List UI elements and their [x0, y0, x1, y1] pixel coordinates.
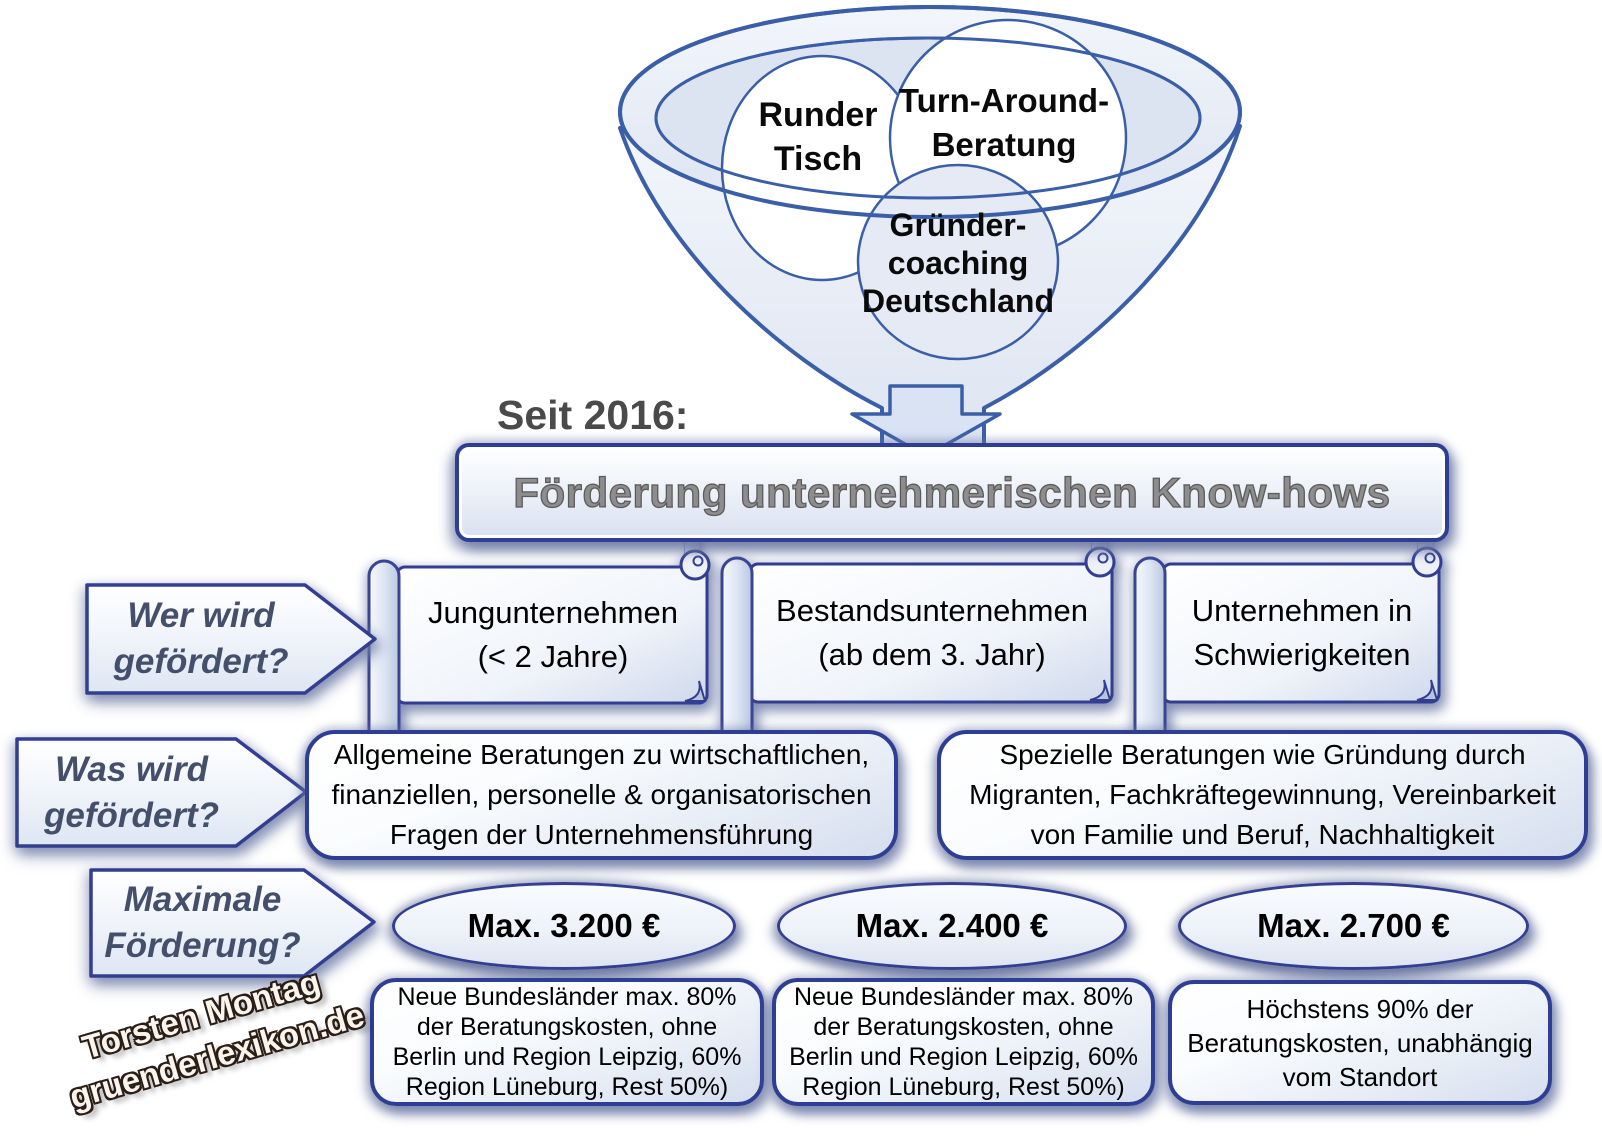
scroll-1-line1: Jungunternehmen: [428, 595, 678, 630]
scroll-unternehmen-schwierigkeiten: Unternehmen in Schwierigkeiten: [1129, 538, 1445, 750]
question-what-line2: gefördert?: [44, 795, 219, 835]
question-max-line1: Maximale: [123, 880, 282, 919]
scroll-3-curl-center: [1424, 552, 1436, 564]
what-box-general-line1: Allgemeine Beratungen zu wirtschaftliche…: [333, 739, 870, 770]
question-max-line2: Förderung?: [104, 926, 301, 965]
what-box-special-line1: Spezielle Beratungen wie Gründung durch: [999, 739, 1526, 770]
funnel-rim-outer-stroke: [618, 5, 1242, 219]
scroll-2-line1: Bestandsunternehmen: [776, 593, 1088, 628]
main-banner-title: Förderung unternehmerischen Know-hows: [513, 468, 1391, 516]
funnel-down-arrow: [850, 384, 1002, 458]
detail-box-2: Neue Bundesländer max. 80% der Beratungs…: [772, 978, 1155, 1106]
detail-box-1-line2: der Beratungskosten, ohne: [416, 1013, 718, 1041]
scroll-2-roll: [720, 556, 754, 746]
scroll-jungunternehmen: Jungunternehmen (< 2 Jahre): [363, 543, 713, 753]
max-ellipse-2400: Max. 2.400 €: [777, 882, 1127, 970]
detail-box-1: Neue Bundesländer max. 80% der Beratungs…: [370, 978, 764, 1106]
what-box-general: Allgemeine Beratungen zu wirtschaftliche…: [305, 730, 898, 860]
detail-box-1-line1: Neue Bundesländer max. 80%: [397, 983, 737, 1011]
scroll-1-line2: (< 2 Jahre): [477, 639, 629, 674]
question-who-line2: gefördert?: [113, 642, 289, 681]
detail-box-2-line1: Neue Bundesländer max. 80%: [793, 983, 1134, 1011]
max-ellipse-2700: Max. 2.700 €: [1178, 882, 1529, 970]
detail-box-3-line3: vom Standort: [1282, 1061, 1438, 1092]
bubble-gruendercoaching-label-line2: coaching: [888, 245, 1028, 281]
question-what-line1: Was wird: [54, 749, 208, 789]
max-ellipse-3200-label: Max. 3.200 €: [467, 907, 661, 944]
scroll-3-line1: Unternehmen in: [1191, 593, 1413, 628]
bubble-runder-tisch-label-line2: Tisch: [774, 140, 862, 178]
scroll-1-fold: [684, 680, 707, 702]
detail-box-1-line4: Region Lüneburg, Rest 50%): [405, 1073, 729, 1101]
since-2016-label: Seit 2016:: [497, 392, 689, 438]
detail-box-3-line1: Höchstens 90% der: [1246, 993, 1474, 1024]
detail-box-3: Höchstens 90% der Beratungskosten, unabh…: [1168, 980, 1552, 1105]
question-arrow-max-shape: [89, 868, 376, 978]
scroll-3-line2: Schwierigkeiten: [1193, 637, 1411, 672]
what-box-general-line3: Fragen der Unternehmensführung: [389, 819, 814, 850]
what-box-special-line2: Migranten, Fachkräftegewinnung, Vereinba…: [969, 779, 1556, 810]
bubble-gruendercoaching-label-line3: Deutschland: [862, 283, 1054, 319]
max-ellipse-3200: Max. 3.200 €: [392, 882, 736, 970]
detail-box-2-line3: Berlin und Region Leipzig, 60%: [789, 1043, 1138, 1071]
scroll-2-fold: [1089, 679, 1112, 701]
question-arrow-who: Wer wird gefördert?: [85, 583, 377, 695]
max-ellipse-2700-label: Max. 2.700 €: [1257, 907, 1450, 944]
question-arrow-max: Maximale Förderung?: [89, 868, 376, 978]
bubble-turn-around-label-line2: Beratung: [932, 126, 1077, 163]
scroll-2-curl-center: [1097, 552, 1109, 564]
detail-box-1-line3: Berlin und Region Leipzig, 60%: [392, 1043, 742, 1071]
scroll-3-fold: [1416, 679, 1439, 701]
question-arrow-what-shape: [15, 737, 308, 848]
max-ellipse-2400-label: Max. 2.400 €: [855, 907, 1049, 944]
detail-box-3-line2: Beratungskosten, unabhängig: [1187, 1027, 1533, 1058]
what-box-special-line3: von Familie und Beruf, Nachhaltigkeit: [1030, 819, 1495, 850]
what-box-general-line2: finanziellen, personelle & organisatoris…: [331, 779, 872, 810]
scroll-3-roll: [1133, 556, 1167, 746]
funnel-rim-inner-stroke: [654, 36, 1202, 200]
bubble-turn-around-label-line1: Turn-Around-: [899, 82, 1109, 119]
what-box-special: Spezielle Beratungen wie Gründung durch …: [937, 730, 1588, 860]
scroll-1-curl-center: [692, 555, 704, 567]
detail-box-2-line2: der Beratungskosten, ohne: [813, 1013, 1114, 1041]
question-arrow-what: Was wird gefördert?: [15, 737, 308, 848]
bubble-runder-tisch-label-line1: Runder: [759, 96, 878, 134]
scroll-bestandsunternehmen: Bestandsunternehmen (ab dem 3. Jahr): [716, 538, 1118, 750]
question-who-line1: Wer wird: [127, 596, 275, 635]
main-banner: Förderung unternehmerischen Know-hows: [455, 443, 1449, 542]
scroll-2-line2: (ab dem 3. Jahr): [818, 637, 1046, 672]
bubble-gruendercoaching-label-line1: Gründer-: [890, 207, 1027, 243]
question-arrow-who-shape: [85, 583, 377, 695]
detail-box-2-line4: Region Lüneburg, Rest 50%): [802, 1073, 1125, 1101]
funnel-graphic: Runder Tisch Turn-Around- Beratung Gründ…: [590, 0, 1290, 475]
